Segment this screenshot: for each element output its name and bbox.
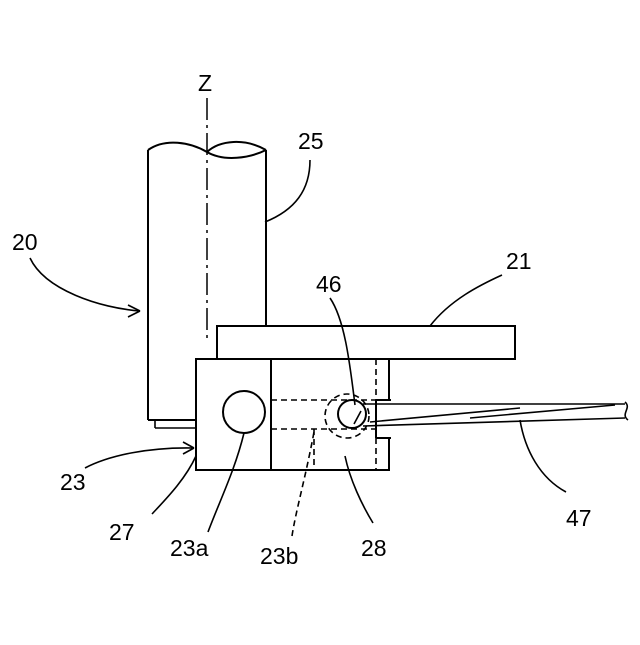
plate-21 bbox=[217, 326, 515, 359]
label-21: 21 bbox=[506, 248, 532, 274]
label-23a: 23a bbox=[170, 535, 209, 561]
label-z: Z bbox=[198, 70, 212, 96]
label-27: 27 bbox=[109, 519, 135, 545]
label-46: 46 bbox=[316, 271, 342, 297]
label-28: 28 bbox=[361, 535, 387, 561]
label-23b: 23b bbox=[260, 543, 298, 569]
label-47: 47 bbox=[566, 505, 592, 531]
label-23: 23 bbox=[60, 469, 86, 495]
label-20: 20 bbox=[12, 229, 38, 255]
label-25: 25 bbox=[298, 128, 324, 154]
hole-23a bbox=[223, 391, 265, 433]
rod-47 bbox=[363, 402, 628, 426]
